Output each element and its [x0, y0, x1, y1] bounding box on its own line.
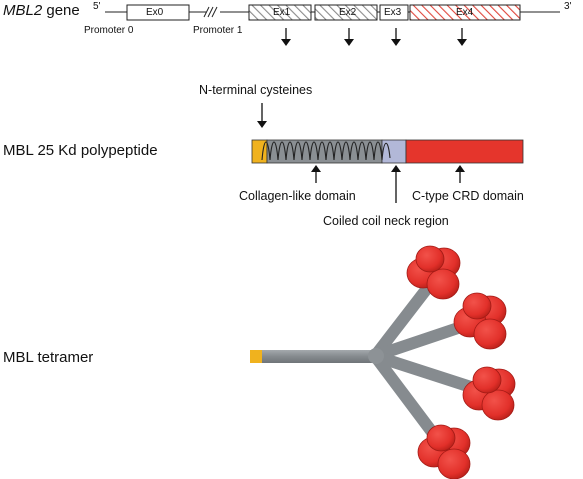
exon-2-box: [314, 4, 378, 21]
crd-segment: [405, 139, 524, 164]
crd-head-upper-mid: [453, 292, 507, 350]
exon-4-label: Ex4: [456, 7, 474, 18]
exon-0-label: Ex0: [146, 7, 164, 18]
tetramer-n-terminal: [250, 350, 262, 363]
polypeptide-arrows: [257, 103, 465, 203]
neck-label: Coiled coil neck region: [323, 214, 449, 228]
exon-0-box: [126, 4, 190, 21]
gene-name-suffix: gene: [42, 2, 80, 19]
exon-arrows: [281, 28, 467, 46]
gene-track: [105, 4, 560, 21]
n-terminal-label: N-terminal cysteines: [199, 83, 313, 97]
polypeptide-bar: [251, 139, 524, 164]
exon-1-label: Ex1: [273, 7, 291, 18]
crd-head-top: [406, 245, 461, 300]
collagen-coil: [261, 141, 391, 161]
exon-3-label: Ex3: [384, 7, 402, 18]
gene-title: MBL2 gene: [3, 3, 80, 18]
tetramer-arms: [369, 276, 480, 446]
tetramer-junction: [368, 348, 384, 364]
polypeptide-title: MBL 25 Kd polypeptide: [3, 142, 158, 159]
collagen-label: Collagen-like domain: [239, 189, 356, 203]
crd-head-lower-mid: [462, 366, 516, 421]
gene-name: MBL2: [3, 2, 43, 19]
exon-4-box: [409, 4, 521, 21]
crd-label: C-type CRD domain: [412, 189, 524, 203]
crd-head-bottom: [417, 424, 471, 479]
tetramer-stem: [262, 350, 380, 363]
exon-3-box: [379, 4, 409, 21]
exon-1-box: [248, 4, 312, 21]
tetramer: [250, 245, 516, 479]
gene-5prime-label: 5': [93, 1, 101, 12]
tetramer-title: MBL tetramer: [3, 349, 94, 366]
exon-2-label: Ex2: [339, 7, 357, 18]
gene-3prime-label: 3': [564, 1, 572, 12]
promoter-1-label: Promoter 1: [193, 25, 243, 36]
gene-break-mark: [203, 6, 218, 18]
promoter-0-label: Promoter 0: [84, 25, 134, 36]
